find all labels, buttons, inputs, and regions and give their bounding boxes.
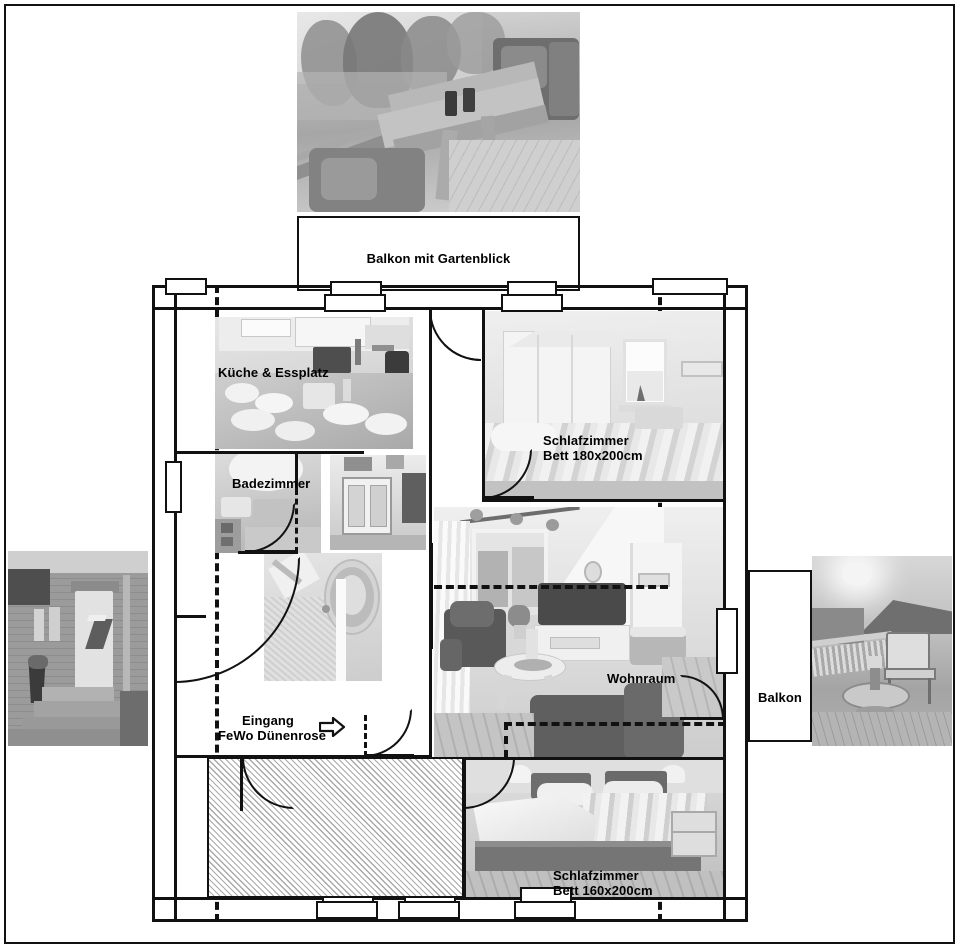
partition-bathroom-right — [295, 451, 298, 493]
door-leaf-balcony — [680, 717, 726, 720]
house-entrance-photo — [8, 551, 148, 746]
roof-slope-dash-living-top — [434, 585, 668, 589]
door-leaf-hatched-area — [240, 757, 243, 811]
roof-slope-dash-living-left — [504, 722, 508, 758]
eingang-label-line2: FeWo Dünenrose — [218, 728, 327, 743]
door-leaf-bathroom — [245, 550, 297, 553]
kitchen-dining-photo — [215, 317, 413, 449]
badezimmer-label: Badezimmer — [232, 476, 311, 491]
partition-kitchen-bath — [174, 451, 364, 454]
partition-bedroom180-left — [482, 307, 485, 499]
entrance-threshold-dash — [215, 755, 365, 758]
roof-slope-line-left — [215, 285, 219, 922]
page-border — [4, 4, 955, 944]
window-top-left — [165, 278, 207, 295]
window-bottom-right-b — [514, 901, 576, 919]
door-arc-hall-top-curve — [429, 309, 481, 361]
schlafzimmer-180-label-line1: Schlafzimmer — [543, 433, 629, 448]
balkon-garten-label: Balkon mit Gartenblick — [366, 251, 511, 266]
schlafzimmer-180-label-line2: Bett 180x200cm — [543, 448, 643, 463]
window-top-center-b — [324, 294, 386, 312]
balcony-chair-photo — [812, 556, 952, 746]
exterior-wall-left-outer — [152, 285, 155, 922]
partition-bedroom160-left — [463, 757, 466, 899]
door-leaf-bedroom160 — [463, 757, 466, 811]
eingang-label-line1: Eingang — [242, 713, 294, 728]
door-leaf-entrance — [364, 754, 414, 757]
exterior-wall-right-inner — [723, 285, 726, 922]
partition-bedroom180-bottom — [482, 499, 726, 502]
bathroom-door-jamb — [295, 489, 298, 553]
balcony-door-right — [716, 608, 738, 674]
exterior-wall-top-inner — [152, 307, 748, 310]
roof-slope-dash-living-bottom — [504, 722, 726, 726]
balkon-garten-outline — [297, 216, 580, 291]
living-room-photo — [434, 507, 723, 759]
window-top-right-b — [501, 294, 563, 312]
spiral-staircase-photo — [264, 553, 382, 681]
exterior-wall-bottom-outer — [152, 919, 748, 922]
door-leaf-bedroom180 — [482, 496, 534, 499]
exterior-wall-left-inner — [174, 285, 177, 922]
display-cabinet-photo — [330, 455, 426, 550]
partition-hall-stub — [174, 615, 206, 618]
schlafzimmer-160-label-line1: Schlafzimmer — [553, 868, 639, 883]
kueche-label: Küche & Essplatz — [218, 365, 329, 380]
schlafzimmer-160-label-line2: Bett 160x200cm — [553, 883, 653, 898]
window-bottom-center-b — [398, 901, 460, 919]
partition-livingroom-bottom — [429, 757, 726, 760]
floor-plan-outline: Küche & Essplatz Badezimmer Schlafzimmer… — [152, 278, 748, 922]
wohnraum-label: Wohnraum — [607, 671, 676, 686]
window-bottom-left-b — [316, 901, 378, 919]
balkon-right-outline — [748, 570, 812, 742]
terrace-with-table-photo — [297, 12, 580, 212]
window-left-bathroom — [165, 461, 182, 513]
balkon-right-label: Balkon — [758, 690, 802, 705]
door-arc-entrance — [364, 709, 412, 757]
partition-hall-right — [429, 307, 432, 451]
arrow-right-icon — [318, 716, 346, 738]
window-top-far-right — [652, 278, 728, 295]
livingroom-glazing-jamb — [429, 543, 433, 649]
exterior-wall-right-outer — [745, 285, 748, 922]
exterior-wall-top-outer — [152, 285, 748, 288]
